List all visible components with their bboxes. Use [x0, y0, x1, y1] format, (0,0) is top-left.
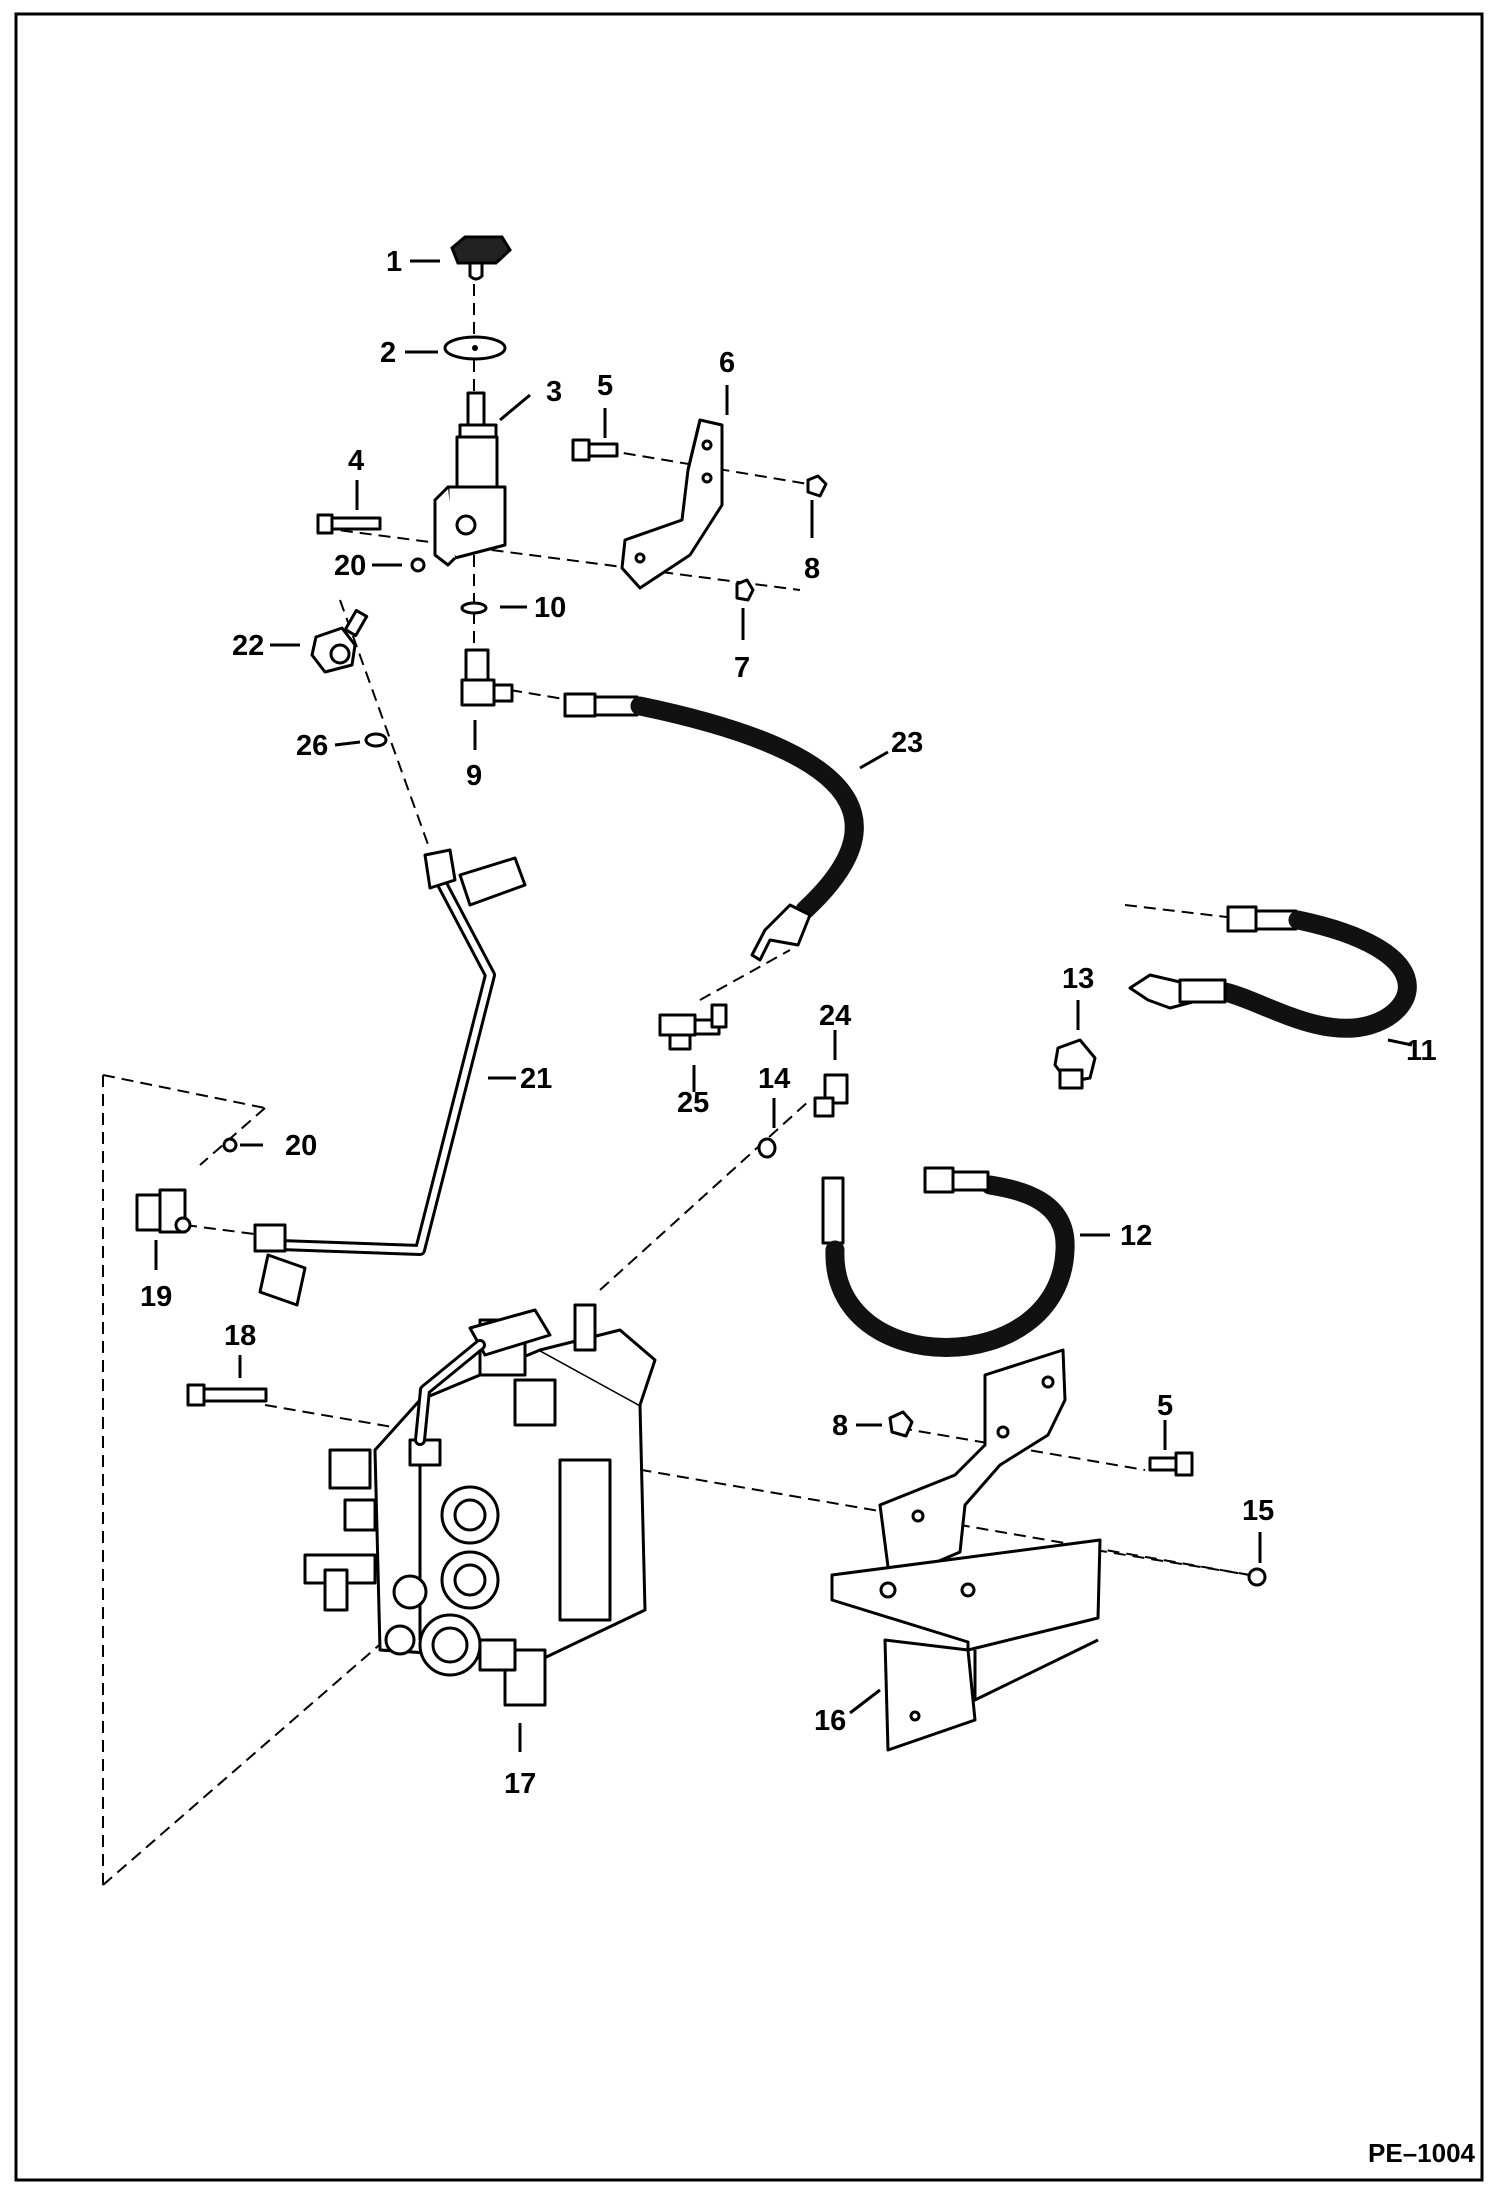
callout-24: 24 [819, 1000, 851, 1032]
bracket-part-large [830, 1348, 1102, 1752]
callout-17: 17 [504, 1768, 536, 1800]
callout-23: 23 [891, 727, 923, 759]
nut-part-top [806, 474, 828, 498]
callout-18: 18 [224, 1320, 256, 1352]
nut-part-15 [1247, 1567, 1267, 1587]
callout-5-top: 5 [597, 370, 613, 402]
callout-9: 9 [466, 760, 482, 792]
bolt-part-18 [186, 1383, 268, 1407]
callout-2: 2 [380, 337, 396, 369]
bolt-part-right [1148, 1451, 1194, 1477]
knob-part [450, 235, 512, 281]
control-valve-assembly [303, 1303, 657, 1707]
elbow-fitting-part [460, 648, 514, 707]
callout-6: 6 [719, 347, 735, 379]
o-ring-part-lower [222, 1137, 238, 1153]
callout-16: 16 [814, 1705, 846, 1737]
tube-part [253, 848, 527, 1307]
tee-fitting-part-25 [658, 1003, 728, 1051]
callout-4: 4 [348, 445, 364, 477]
o-ring-part-26 [364, 732, 388, 748]
callout-15: 15 [1242, 1495, 1274, 1527]
tee-fitting-part [310, 608, 369, 674]
bolt-part [316, 513, 382, 535]
callout-8-right: 8 [832, 1410, 848, 1442]
bolt-part-top [571, 438, 619, 462]
callout-14: 14 [758, 1063, 790, 1095]
callout-25: 25 [677, 1087, 709, 1119]
callout-10: 10 [534, 592, 566, 624]
o-ring-part-upper [410, 557, 426, 573]
callout-21: 21 [520, 1063, 552, 1095]
callout-1: 1 [386, 246, 402, 278]
callout-11: 11 [1406, 1035, 1437, 1067]
callout-20-upper: 20 [334, 550, 366, 582]
valve-part [433, 391, 507, 567]
elbow-fitting-part-24 [813, 1073, 849, 1118]
callout-8-top: 8 [804, 553, 820, 585]
hose-part-23 [563, 692, 864, 962]
fitting-part-13 [1053, 1038, 1097, 1090]
callout-19: 19 [140, 1281, 172, 1313]
callout-26: 26 [296, 730, 328, 762]
callout-7: 7 [734, 652, 750, 684]
nut-part-small [735, 578, 755, 602]
figure-reference-code: PE–1004 [1368, 2138, 1476, 2168]
hose-part-11 [1128, 905, 1417, 1038]
page-border [14, 12, 1484, 2182]
callout-5-right: 5 [1157, 1390, 1173, 1422]
fitting-part-19 [135, 1188, 192, 1234]
callout-numbers: 1 2 3 4 5 6 7 8 9 10 11 12 13 14 15 16 1… [140, 246, 1437, 1800]
bracket-part-small [620, 418, 724, 590]
o-ring-part-14 [757, 1137, 777, 1159]
leader-lines [154, 259, 1413, 1752]
callout-12: 12 [1120, 1220, 1152, 1252]
callout-3: 3 [546, 376, 562, 408]
callout-20-lower: 20 [285, 1130, 317, 1162]
nut-part-right [888, 1410, 914, 1438]
callout-22: 22 [232, 630, 264, 662]
callout-13: 13 [1062, 963, 1094, 995]
hose-part-12 [821, 1166, 1075, 1357]
o-ring-part [460, 601, 488, 615]
